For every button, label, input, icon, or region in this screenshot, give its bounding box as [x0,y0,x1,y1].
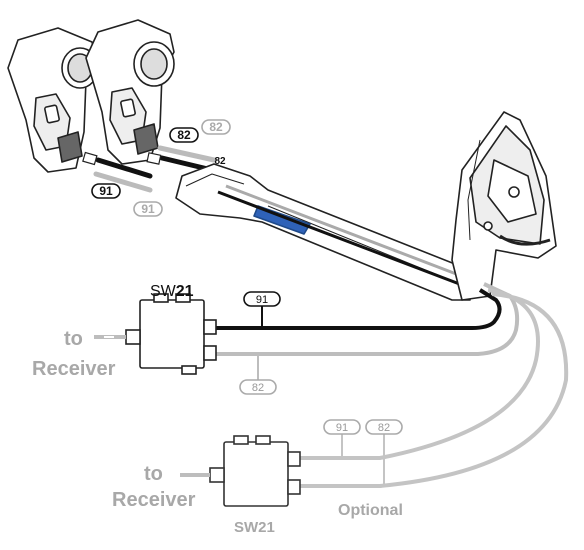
svg-text:82: 82 [214,156,226,167]
switch-body [223,441,289,507]
bottom-switch-label: SW21 [234,519,275,536]
receiver-label-bottom: Receiver [112,489,196,511]
tag-top-82: 82 [239,379,277,395]
svg-text:91: 91 [336,422,348,434]
top-switch-label: SW21 [150,283,194,300]
cable-82-optional [300,292,569,488]
svg-text:82: 82 [177,128,191,142]
dish-mount-bracket [451,111,557,301]
tag-lnb-82: 82 [169,127,199,143]
lnb-cable-stubs [93,145,217,193]
arm-blue-marker [253,205,311,235]
switch-input-port [209,467,225,483]
to-label-top: to [64,328,83,350]
receiver-label-top: Receiver [32,358,116,380]
svg-text:91: 91 [141,202,155,216]
cable-82-top [214,282,520,356]
switch-body [139,299,205,369]
svg-text:82: 82 [378,422,390,434]
optional-label: Optional [338,502,403,519]
tag-port-82: 82 [214,156,226,167]
cable-91-optional [300,288,540,460]
svg-text:82: 82 [252,382,264,394]
dish-arm [175,163,473,301]
switch-port-82 [203,345,217,361]
svg-text:91: 91 [256,294,268,306]
connector-plugs [82,151,162,166]
lnb-assembly [7,19,175,173]
tag-bottom-91: 91 [323,419,361,435]
tag-bottom-82: 82 [365,419,403,435]
tag-lnb-91-ghost: 91 [133,201,163,217]
switch-port-91 [203,319,217,335]
svg-text:91: 91 [99,184,113,198]
tag-top-91: 91 [243,291,281,307]
to-label-bottom: to [144,463,163,485]
tag-lnb-82-ghost: 82 [201,119,231,135]
tag-lnb-91: 91 [91,183,121,199]
cable-91-top [214,288,502,330]
svg-text:82: 82 [209,120,223,134]
switch-port-91 [287,451,301,467]
switch-port-82 [287,479,301,495]
bottom-sw21-switch [209,435,301,507]
switch-input-port [125,329,141,345]
top-sw21-switch [125,293,217,375]
